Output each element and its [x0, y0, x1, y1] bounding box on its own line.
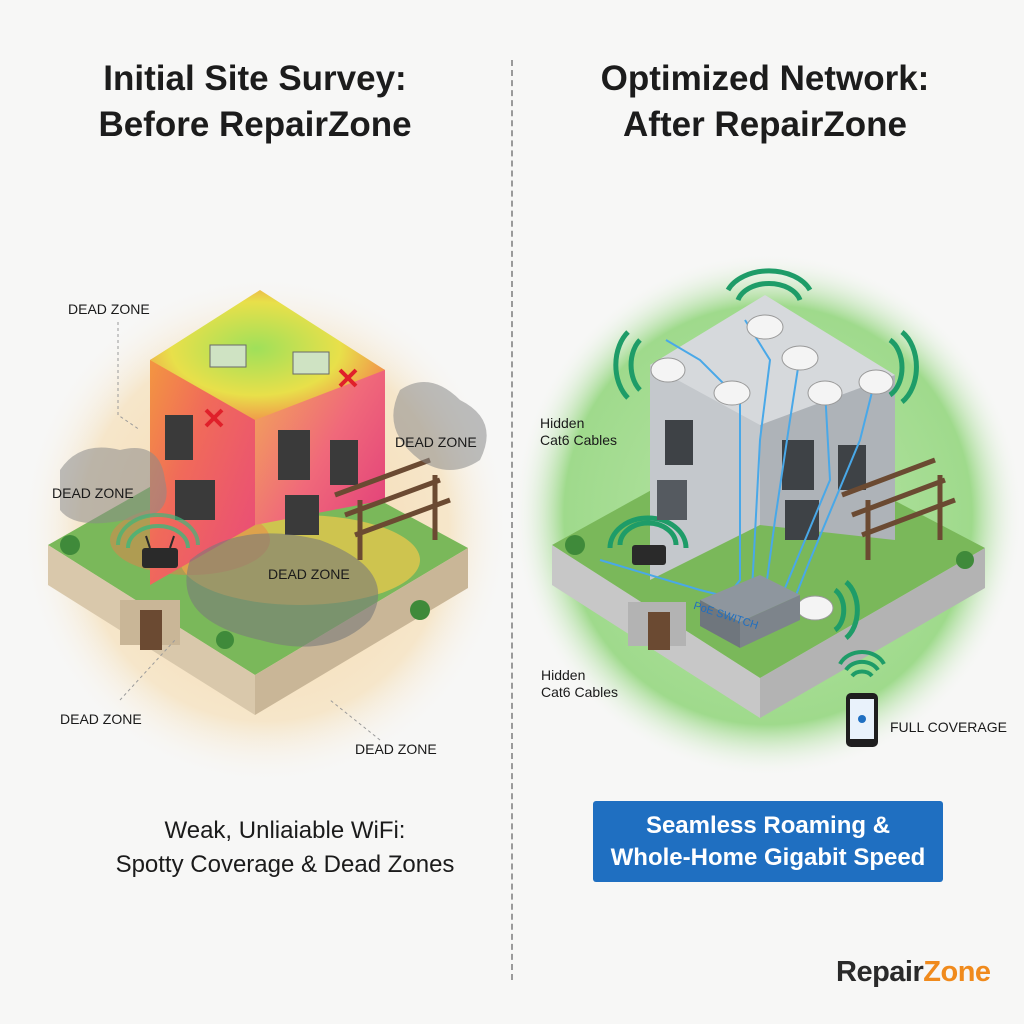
hidden-cables-label: Hidden Cat6 Cables: [541, 667, 618, 701]
dead-zone-label: DEAD ZONE: [355, 741, 437, 757]
logo-part-zone: Zone: [923, 956, 991, 988]
dead-zone-label: DEAD ZONE: [395, 434, 477, 450]
wifi-signal-icon: [607, 268, 919, 640]
dead-zone-x-icon: [204, 368, 358, 428]
wifi-signal-icon: [838, 649, 886, 678]
hidden-cables-label-line1: Hidden: [540, 415, 585, 431]
before-caption-line2: Spotty Coverage & Dead Zones: [115, 851, 455, 878]
dead-zone-label: DEAD ZONE: [268, 566, 350, 582]
dead-zone-cloud: [186, 533, 379, 647]
after-caption-line2: Whole-Home Gigabit Speed: [610, 844, 926, 871]
before-title-line1: Initial Site Survey:: [103, 59, 407, 98]
after-title-line1: Optimized Network:: [600, 59, 930, 98]
dead-zone-cloud: [60, 447, 167, 524]
poe-switch-icon: [700, 575, 800, 648]
panel-divider: [511, 60, 513, 980]
before-title-line2: Before RepairZone: [98, 105, 412, 144]
after-title: Optimized Network: After RepairZone: [550, 56, 980, 148]
house-roof: [150, 290, 385, 420]
pergola: [841, 457, 956, 560]
repairzone-logo: RepairZone: [836, 956, 991, 989]
after-title-line2: After RepairZone: [623, 105, 907, 144]
smartphone-icon: [846, 693, 878, 747]
hidden-cables-label-line1: Hidden: [541, 667, 586, 683]
dead-zone-cloud: [393, 382, 487, 470]
hidden-cables-label: Hidden Cat6 Cables: [540, 415, 617, 449]
after-caption-line1: Seamless Roaming &: [645, 812, 891, 839]
dead-zone-label: DEAD ZONE: [52, 485, 134, 501]
full-coverage-label: FULL COVERAGE: [890, 719, 1007, 735]
access-point-icon: [650, 314, 894, 621]
before-caption-line1: Weak, Unliaiable WiFi:: [164, 817, 406, 844]
hidden-cables-label-line2: Cat6 Cables: [541, 684, 619, 700]
wifi-router-icon: [632, 545, 666, 565]
wifi-router-icon: [116, 513, 200, 568]
before-scene: [20, 275, 510, 785]
dead-zone-label: DEAD ZONE: [60, 711, 142, 727]
network-rack: [657, 480, 687, 520]
dead-zone-label: DEAD ZONE: [68, 301, 150, 317]
pergola: [334, 457, 451, 560]
after-caption-box: Seamless Roaming & Whole-Home Gigabit Sp…: [593, 801, 943, 882]
after-scene: [513, 253, 1023, 777]
logo-part-repair: Repair: [836, 956, 924, 988]
before-caption: Weak, Unliaiable WiFi: Spotty Coverage &…: [70, 814, 500, 882]
before-title: Initial Site Survey: Before RepairZone: [40, 56, 470, 148]
hidden-cables-label-line2: Cat6 Cables: [540, 432, 618, 448]
